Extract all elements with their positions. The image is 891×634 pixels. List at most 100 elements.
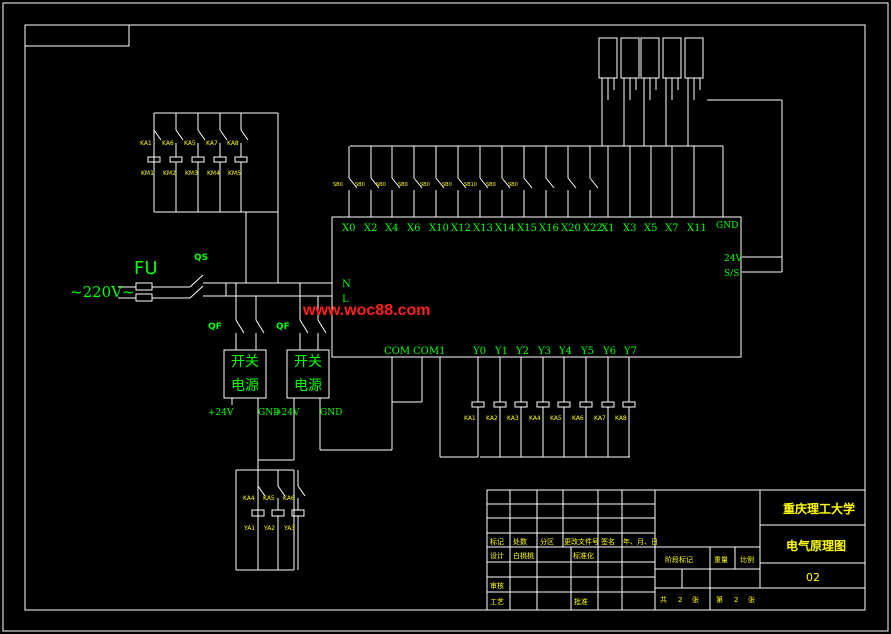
switch (501, 177, 511, 189)
plc-n-label: N (342, 279, 351, 290)
sensor-box (662, 37, 682, 79)
switch (435, 177, 445, 189)
switch (413, 177, 423, 189)
top-coil-label: KM5 (228, 170, 241, 177)
psu2-gnd: GND (320, 408, 342, 418)
drawing-number: 02 (806, 571, 820, 584)
switch (370, 177, 380, 189)
top-contact-label: KA5 (184, 140, 196, 147)
valve-label: YA3 (283, 525, 295, 532)
coil (471, 401, 485, 408)
contact (175, 129, 184, 141)
coil (169, 156, 183, 163)
output-coil-label: KA4 (529, 415, 541, 422)
sensor-box (598, 37, 618, 79)
contact (219, 129, 228, 141)
qf1-label: QF (208, 322, 222, 332)
switch-label: SB0 (486, 182, 496, 188)
sensor-box (684, 37, 704, 79)
input-terminal: X15 (517, 223, 537, 234)
input-terminal: X5 (644, 223, 657, 234)
gnd-right-label: GND (716, 221, 738, 231)
input-terminal: X3 (623, 223, 636, 234)
tb-cell: 比例 (740, 555, 754, 564)
output-terminal: Y0 (472, 346, 486, 357)
input-terminal: X4 (385, 223, 398, 234)
top-contact-label: KA6 (162, 140, 174, 147)
switch (545, 177, 555, 189)
school-name: 重庆理工大学 (783, 501, 855, 516)
coil (579, 401, 593, 408)
tb-cell: 设计 (490, 551, 504, 560)
coil (557, 401, 571, 408)
tb-cell: 第 (716, 595, 723, 604)
com-label: COM (384, 346, 410, 357)
tb-cell: 批准 (574, 597, 588, 606)
ss-label: S/S (724, 269, 739, 279)
bottom-contact-label: KA6 (283, 495, 295, 502)
output-coil-label: KA7 (594, 415, 606, 422)
psu2-plus: +24V (274, 408, 300, 418)
output-terminal: Y1 (494, 346, 508, 357)
output-terminal: Y3 (537, 346, 551, 357)
switch (457, 177, 467, 189)
watermark: www.woc88.com (302, 302, 430, 319)
drawing-name: 电气原理图 (786, 538, 846, 553)
input-terminal: X11 (687, 223, 707, 234)
valve-label: YA1 (243, 525, 255, 532)
switch-label: SB0 (376, 182, 386, 188)
bottom-contact-label: KA4 (243, 495, 255, 502)
input-terminal: X7 (665, 223, 678, 234)
tb-cell: 审核 (490, 581, 504, 590)
contact (153, 129, 162, 141)
tb-cell: 标记 (490, 537, 504, 546)
input-terminal: X2 (364, 223, 377, 234)
tb-cell: 白桃桃 (513, 551, 534, 560)
tb-cell: 张 (748, 595, 755, 604)
switch (589, 177, 599, 189)
title-block (486, 489, 866, 611)
switch (567, 177, 577, 189)
contact (297, 485, 306, 497)
corner-box (24, 24, 130, 47)
coil (601, 401, 615, 408)
output-coil-label: KA1 (464, 415, 476, 422)
inner-border (24, 24, 866, 611)
v24-label: 24V (724, 254, 742, 264)
qs-label: QS (194, 253, 208, 263)
contact (240, 129, 249, 141)
plc-body (331, 216, 742, 358)
coil (536, 401, 550, 408)
top-coil-label: KM4 (207, 170, 220, 177)
voltage-label: ~220V~ (70, 283, 135, 301)
switch-label: SB0 (333, 182, 343, 188)
psu2-label-1: 开关 (294, 354, 322, 370)
input-terminal: X0 (342, 223, 355, 234)
switch-label: SB0 (355, 182, 365, 188)
switch-label: SB0 (398, 182, 408, 188)
input-terminal: X22 (583, 223, 603, 234)
coil (213, 156, 227, 163)
tb-cell: 处数 (513, 537, 527, 546)
switch-label: SB0 (420, 182, 430, 188)
sensor-block (598, 37, 783, 273)
tb-cell: 阶段标记 (665, 555, 693, 564)
top-coil-label: KM1 (141, 170, 154, 177)
contact (197, 129, 206, 141)
output-terminal: Y2 (515, 346, 529, 357)
tb-cell: 2 (734, 596, 738, 604)
top-coil-label: KM3 (185, 170, 198, 177)
output-coil-label: KA8 (615, 415, 627, 422)
tb-cell: 重量 (714, 556, 728, 564)
input-terminal: X12 (451, 223, 471, 234)
input-terminal: X10 (429, 223, 449, 234)
tb-cell: 分区 (540, 537, 554, 546)
psu1-label-2: 电源 (231, 378, 259, 394)
psu1-gnd: GND (258, 408, 280, 418)
output-coil-label: KA5 (550, 415, 562, 422)
input-terminal: X14 (495, 223, 515, 234)
output-terminal: Y6 (602, 346, 616, 357)
coil (271, 509, 285, 517)
